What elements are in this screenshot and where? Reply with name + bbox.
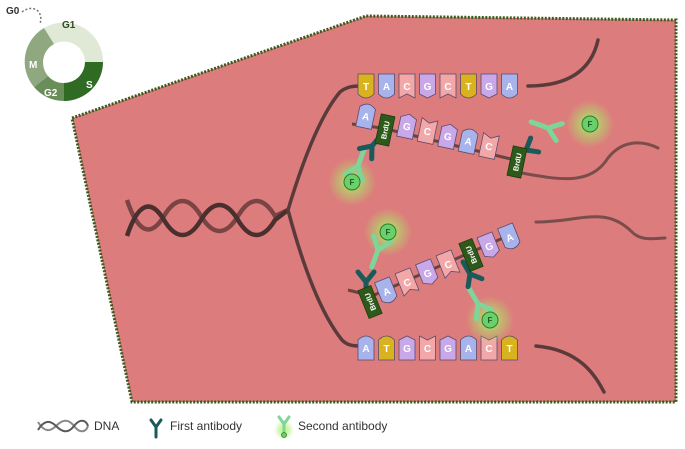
top-new-base-letter-5: A (464, 136, 473, 148)
top-new-base-letter-4: G (443, 131, 453, 143)
top-template-base-3: G (419, 73, 436, 99)
second-antibody-legend-icon (274, 415, 294, 440)
bottom-template-base-letter-7: T (506, 344, 512, 355)
bottom-template-base-4: G (439, 335, 457, 361)
cell-cycle-g0-label: G0 (6, 6, 20, 17)
bottom-template-base-letter-4: G (444, 344, 452, 355)
brdu-base-1: BrdU (374, 113, 396, 147)
top-new-base-letter-0: A (361, 111, 370, 123)
top-new-base-letter-6: C (484, 141, 493, 153)
brdu-base-4: BrdU (458, 237, 484, 273)
bottom-new-base-letter-3: G (422, 268, 434, 281)
bottom-template-base-5: A (460, 335, 477, 361)
replication-fork-backbones (286, 38, 667, 394)
bottom-template-base-letter-3: C (424, 344, 431, 355)
second-antibody-1: F (328, 146, 376, 206)
bottom-template-base-letter-2: G (403, 344, 411, 355)
fluorophore-label-2: F (588, 120, 593, 129)
top-new-base-letter-3: C (423, 126, 432, 138)
second-antibody-legend-label: Second antibody (298, 419, 387, 433)
bottom-new-base-7: A (497, 222, 521, 250)
first-antibody-legend-icon (149, 418, 163, 439)
top-new-base-6: C (478, 131, 500, 160)
cell-cycle-s-segment (64, 62, 103, 101)
dna-legend-icon (37, 419, 89, 433)
bottom-template-base-letter-5: A (465, 344, 472, 355)
antibody-labeling-layer: F BrdU F BrdU F BrdU F BrdU (328, 100, 614, 344)
bottom-new-base-letter-6: G (484, 241, 496, 254)
bottom-template-base-letter-6: C (485, 344, 492, 355)
fluorophore-label-1: F (350, 178, 355, 187)
brdu-base-3: BrdU (357, 284, 383, 320)
bottom-template-base-7: T (501, 335, 518, 361)
bottom-template-base-letter-0: A (362, 344, 369, 355)
top-template-base-1: A (378, 73, 395, 99)
top-template-base-letter-4: C (444, 82, 451, 93)
top-template-base-5: T (460, 73, 477, 99)
top-template-base-4: C (439, 73, 457, 99)
bottom-template-base-1: T (378, 335, 395, 361)
cell-cycle-m-label: M (29, 60, 37, 71)
top-template-base-letter-3: G (424, 82, 432, 93)
top-new-base-4: G (437, 123, 458, 150)
second-antibody-2: F (528, 100, 614, 148)
bottom-new-base-letter-4: C (443, 259, 454, 272)
top-template-base-letter-0: T (363, 82, 369, 93)
top-new-base-2: G (396, 113, 417, 140)
g0-arrow (21, 7, 42, 25)
top-new-base-0: A (355, 103, 376, 130)
cell-cycle-g1-label: G1 (62, 20, 76, 31)
cell-cycle-g1-segment (44, 22, 104, 62)
top-new-base-3: C (416, 116, 439, 145)
top-template-base-letter-6: G (485, 82, 493, 93)
bottom-template-base-letter-1: T (383, 344, 389, 355)
cell-body (70, 14, 678, 404)
first-antibody-4 (460, 259, 485, 290)
top-new-base-5: A (457, 128, 479, 155)
bottom-new-base-letter-7: A (505, 232, 516, 245)
fluorophore-label-3: F (386, 228, 391, 237)
bottom-new-base-2: C (394, 267, 420, 297)
top-new-base-letter-2: G (402, 121, 412, 133)
bottom-template-base-2: G (398, 335, 416, 361)
top-template-base-letter-7: A (506, 82, 513, 93)
bottom-new-base-6: G (476, 231, 500, 258)
top-template-base-letter-1: A (383, 82, 390, 93)
bottom-new-base-3: G (415, 258, 439, 285)
bottom-template-base-3: C (419, 335, 436, 361)
top-template-base-letter-2: C (403, 82, 410, 93)
brdu-label-1: BrdU (379, 120, 392, 140)
dna-double-helix (124, 198, 290, 238)
bottom-new-base-4: C (435, 249, 461, 279)
top-template-base-0: T (357, 73, 375, 99)
brdu-base-2: BrdU (506, 145, 528, 179)
bottom-new-base-letter-2: C (402, 277, 413, 290)
legend: DNA First antibody Second antibody (37, 415, 387, 440)
cell-cycle-g2-segment (34, 76, 64, 102)
second-antibody-3: F (364, 208, 412, 270)
bottom-new-base-letter-1: A (382, 286, 393, 299)
second-antibody-4: F (466, 285, 514, 344)
top-template-base-6: G (480, 73, 498, 99)
top-template-base-7: A (501, 73, 518, 99)
cell-cycle-m-segment (24, 28, 54, 87)
cell-cycle-g2-label: G2 (44, 88, 58, 99)
bottom-new-base-1: A (374, 276, 398, 304)
first-antibody-legend-label: First antibody (170, 419, 242, 433)
fluorophore-label-4: F (488, 316, 493, 325)
cell-cycle-s-label: S (86, 80, 93, 91)
bottom-template-base-0: A (357, 335, 375, 361)
top-template-base-letter-5: T (465, 82, 471, 93)
brdu-label-2: BrdU (511, 152, 524, 172)
cell-cycle-diagram: G0 G1 S G2 M (6, 6, 107, 105)
dna-legend-label: DNA (94, 419, 119, 433)
top-template-base-2: C (398, 73, 416, 99)
